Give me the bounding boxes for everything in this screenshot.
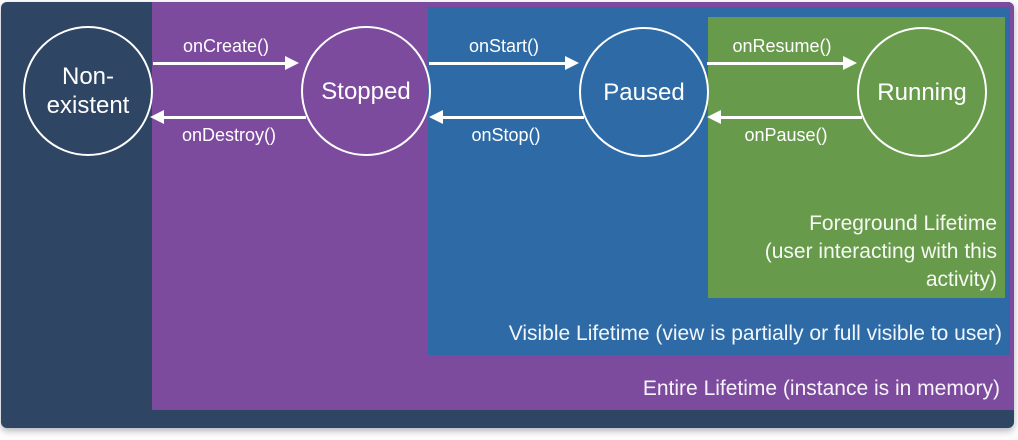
arrow-shaft <box>164 115 306 119</box>
transition-label-ondestroy: onDestroy() <box>181 125 277 145</box>
arrow-oncreate <box>153 56 299 70</box>
transition-label-onpause: onPause() <box>744 125 828 145</box>
arrow-shaft <box>429 61 565 65</box>
arrow-onpause <box>707 110 862 124</box>
transition-label-onresume: onResume() <box>732 36 832 56</box>
transition-label-onstart: onStart() <box>468 36 540 56</box>
arrowhead-right-icon <box>843 56 857 70</box>
state-label-paused: Paused <box>603 78 685 106</box>
state-circle-running: Running <box>857 27 987 157</box>
lifecycle-slide: Foreground Lifetime (user interacting wi… <box>1 2 1014 428</box>
transition-label-oncreate: onCreate() <box>182 36 270 56</box>
state-label-nonexistent-line2: existent <box>46 92 130 119</box>
arrowhead-left-icon <box>707 110 721 124</box>
arrowhead-left-icon <box>150 110 164 124</box>
arrow-onresume <box>707 56 857 70</box>
arrow-shaft <box>707 61 843 65</box>
entire-lifetime-caption: Entire Lifetime (instance is in memory) <box>642 377 1000 400</box>
foreground-caption-line-2: (user interacting with this <box>764 240 997 263</box>
arrow-shaft <box>443 115 584 119</box>
state-label-nonexistent-line1: Non- <box>61 63 115 90</box>
arrowhead-right-icon <box>565 56 579 70</box>
arrow-onstop <box>429 110 584 124</box>
arrow-ondestroy <box>150 110 306 124</box>
arrowhead-right-icon <box>285 56 299 70</box>
transition-label-onstop: onStop() <box>471 125 541 145</box>
state-circle-stopped: Stopped <box>301 26 431 156</box>
state-circle-paused: Paused <box>579 27 709 157</box>
foreground-lifetime-caption: Foreground Lifetime (user interacting wi… <box>765 210 997 294</box>
state-label-running: Running <box>877 78 967 106</box>
arrow-shaft <box>153 61 285 65</box>
arrow-shaft <box>721 115 862 119</box>
arrowhead-left-icon <box>429 110 443 124</box>
foreground-caption-line-1: Foreground Lifetime <box>809 212 997 235</box>
state-circle-nonexistent: Non- existent <box>23 26 153 156</box>
visible-lifetime-caption: Visible Lifetime (view is partially or f… <box>508 322 1002 345</box>
state-label-stopped: Stopped <box>321 77 411 105</box>
arrow-onstart <box>429 56 579 70</box>
foreground-caption-line-3: activity) <box>925 268 997 291</box>
